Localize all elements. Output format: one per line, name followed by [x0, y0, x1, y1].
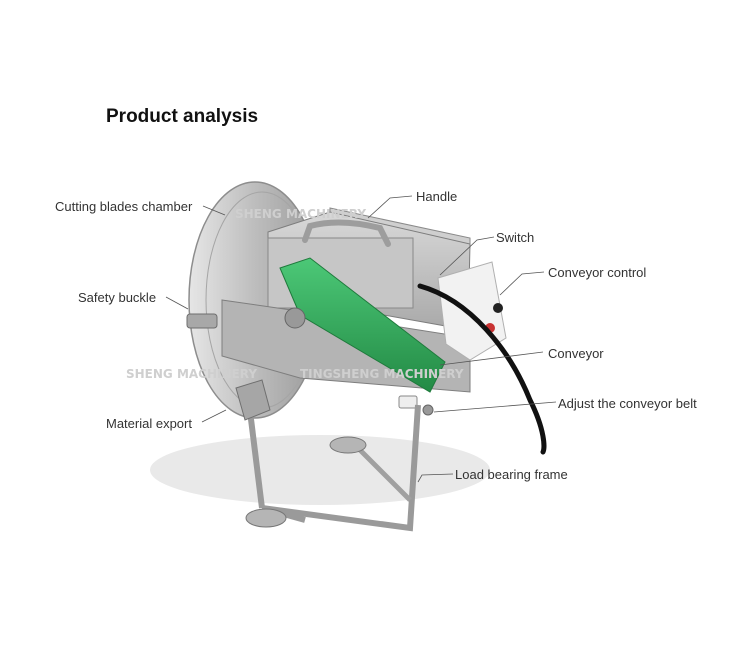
handle-bar — [302, 219, 391, 247]
watermark-a: SHENG MACHINERY — [235, 207, 366, 221]
label-load-bearing-frame: Load bearing frame — [455, 467, 568, 482]
label-conveyor: Conveyor — [548, 346, 604, 361]
roller — [284, 307, 306, 329]
page-title: Product analysis — [106, 106, 259, 127]
label-cutting-blades-chamber: Cutting blades chamber — [55, 199, 193, 214]
label-handle: Handle — [416, 189, 458, 204]
conveyor-belt-shape — [279, 257, 446, 393]
label-conveyor-control: Conveyor control — [548, 265, 647, 280]
power-cable — [417, 283, 547, 455]
watermark-b: SHENG MACHINERY — [126, 367, 257, 381]
control-knob-black — [493, 303, 503, 313]
floor-shadow — [150, 435, 490, 505]
label-material-export: Material export — [106, 416, 192, 431]
load-frame-bar — [261, 404, 421, 532]
label-safety-buckle: Safety buckle — [78, 290, 157, 305]
watermark-c: TINGSHENG MACHINERY — [300, 367, 464, 381]
label-switch: Switch — [496, 230, 535, 245]
leader-lines — [165, 195, 557, 483]
foot-pad-left — [245, 508, 287, 528]
safety-buckle-part — [186, 313, 218, 329]
label-adjust-conveyor-belt: Adjust the conveyor belt — [558, 396, 697, 411]
material-export-chute — [235, 379, 271, 421]
adjust-knob — [398, 395, 418, 409]
foot-pad-center — [329, 436, 367, 454]
